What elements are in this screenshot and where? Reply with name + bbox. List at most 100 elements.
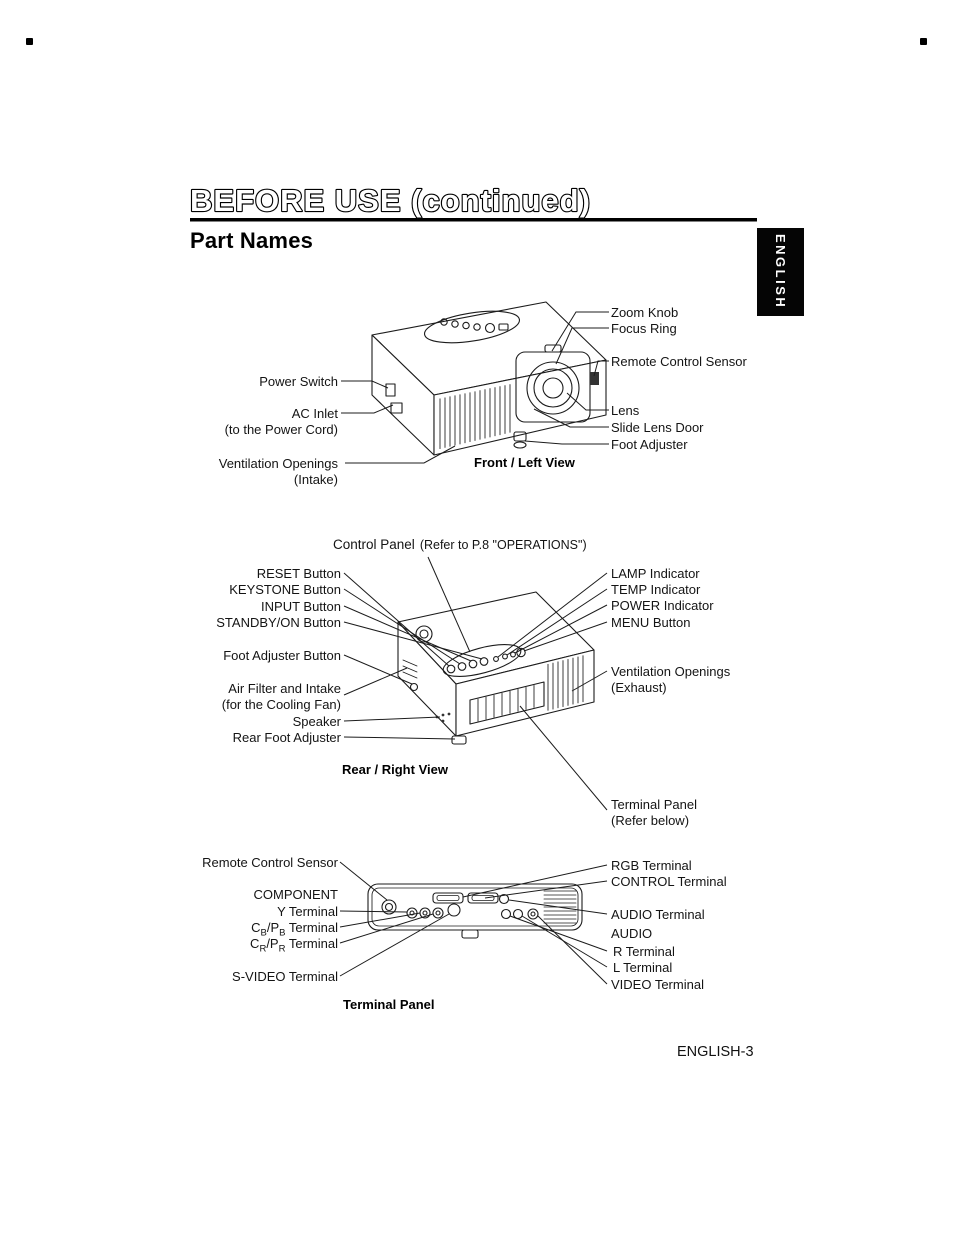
label-component: COMPONENT xyxy=(253,887,339,902)
audio-l-jack xyxy=(512,908,524,920)
caption-front-left-view: Front / Left View xyxy=(474,455,575,470)
title-underline xyxy=(190,218,757,222)
reset-button-drawing xyxy=(446,664,456,674)
ac-inlet-drawing xyxy=(390,402,403,414)
remote-sensor-drawing xyxy=(590,372,599,385)
lens-rear-detail xyxy=(415,625,433,643)
scan-mark-left xyxy=(26,38,33,45)
label-audio-terminal: AUDIO Terminal xyxy=(611,907,705,922)
label-standby-on-button: STANDBY/ON Button xyxy=(216,615,341,630)
zoom-knob-drawing xyxy=(544,344,562,353)
terminal-panel-drawing xyxy=(367,883,583,939)
label-focus-ring: Focus Ring xyxy=(611,321,677,336)
page-number: ENGLISH-3 xyxy=(677,1044,754,1060)
label-ventilation-intake-line2: (Intake) xyxy=(293,472,338,487)
intake-grille-drawing xyxy=(439,384,511,450)
title-block: BEFORE USE (continued) xyxy=(189,182,757,222)
projector-front-face xyxy=(433,359,607,456)
label-control-panel-ref: (Refer to P.8 "OPERATIONS") xyxy=(419,538,587,552)
label-ventilation-intake-line1: Ventilation Openings xyxy=(218,456,338,471)
rear-right-view-drawing xyxy=(397,591,595,745)
power-switch-drawing xyxy=(385,383,396,397)
label-temp-indicator: TEMP Indicator xyxy=(611,582,701,597)
terminal-foot-drawing xyxy=(461,929,479,939)
foot-adjuster-button-drawing xyxy=(409,682,419,692)
front-left-view-drawing xyxy=(371,301,607,456)
label-speaker: Speaker xyxy=(292,714,341,729)
speaker-drawing xyxy=(435,712,451,723)
remote-sensor-terminal-drawing xyxy=(381,899,397,915)
label-rgb-terminal: RGB Terminal xyxy=(611,858,692,873)
rear-foot-adjuster-drawing xyxy=(451,735,467,745)
label-y-terminal: Y Terminal xyxy=(277,904,338,919)
label-video-terminal: VIDEO Terminal xyxy=(611,977,704,992)
label-ac-inlet-line2: (to the Power Cord) xyxy=(224,422,338,437)
terminal-panel-leader-lines xyxy=(339,861,608,985)
label-l-terminal: L Terminal xyxy=(613,960,673,975)
caption-rear-right-view: Rear / Right View xyxy=(342,762,448,777)
label-reset-button: RESET Button xyxy=(256,566,341,581)
label-ac-inlet-line1: AC Inlet xyxy=(291,406,338,421)
keystone-button-drawing xyxy=(457,662,467,671)
exhaust-vents-drawing xyxy=(547,655,584,711)
label-ventilation-exhaust-line2: (Exhaust) xyxy=(611,680,667,695)
label-rear-foot-adjuster: Rear Foot Adjuster xyxy=(232,730,341,745)
label-s-video-terminal: S-VIDEO Terminal xyxy=(232,969,338,984)
temp-indicator-drawing xyxy=(502,653,508,660)
label-ac-inlet: AC Inlet (to the Power Cord) xyxy=(118,406,338,438)
label-foot-adjuster: Foot Adjuster xyxy=(611,437,688,452)
label-cr-pr-terminal: CR/PR Terminal xyxy=(250,936,338,955)
label-audio: AUDIO xyxy=(611,926,653,941)
label-menu-button: MENU Button xyxy=(611,615,691,630)
page-title: BEFORE USE (continued) xyxy=(190,183,591,218)
input-button-drawing xyxy=(468,659,478,669)
label-slide-lens-door: Slide Lens Door xyxy=(611,420,704,435)
component-y-jack xyxy=(406,907,418,919)
component-cr-jack xyxy=(432,907,444,919)
label-terminal-panel-ref: Terminal Panel (Refer below) xyxy=(611,797,697,829)
label-air-filter-line2: (for the Cooling Fan) xyxy=(221,697,341,712)
label-remote-control-sensor: Remote Control Sensor xyxy=(611,354,747,369)
label-lamp-indicator: LAMP Indicator xyxy=(611,566,700,581)
caption-terminal-panel: Terminal Panel xyxy=(343,997,435,1012)
air-filter-drawing xyxy=(402,659,418,679)
s-video-jack xyxy=(447,903,461,917)
rgb-connector xyxy=(432,892,464,904)
terminal-strip-drawing xyxy=(469,681,545,725)
label-ventilation-intake: Ventilation Openings (Intake) xyxy=(118,456,338,488)
label-ventilation-exhaust-line1: Ventilation Openings xyxy=(611,664,731,679)
label-power-switch: Power Switch xyxy=(259,374,338,389)
language-tab-text: ENGLISH xyxy=(773,234,788,310)
label-zoom-knob: Zoom Knob xyxy=(611,305,679,320)
label-power-indicator: POWER Indicator xyxy=(611,598,714,613)
top-control-panel-drawing xyxy=(423,310,521,344)
power-indicator-drawing xyxy=(510,651,516,658)
label-ventilation-exhaust: Ventilation Openings (Exhaust) xyxy=(611,664,730,696)
foot-adjuster-drawing xyxy=(513,431,527,442)
video-jack xyxy=(527,908,539,920)
label-keystone-button: KEYSTONE Button xyxy=(229,582,341,597)
section-heading: Part Names xyxy=(190,228,314,253)
label-control-panel-text: Control Panel xyxy=(333,537,415,552)
language-tab: ENGLISH xyxy=(757,228,804,316)
front-view-leader-lines xyxy=(341,311,609,464)
label-terminal-panel-ref-line1: Terminal Panel xyxy=(611,797,697,812)
label-remote-control-sensor-terminal: Remote Control Sensor xyxy=(202,855,338,870)
label-air-filter: Air Filter and Intake (for the Cooling F… xyxy=(121,681,341,713)
standby-on-button-drawing xyxy=(479,657,489,666)
label-foot-adjuster-button: Foot Adjuster Button xyxy=(223,648,341,663)
label-terminal-panel-ref-line2: (Refer below) xyxy=(611,813,690,828)
label-r-terminal: R Terminal xyxy=(613,944,675,959)
rear-view-leader-lines xyxy=(343,556,608,811)
label-control-panel: Control Panel (Refer to P.8 "OPERATIONS") xyxy=(333,537,587,553)
label-input-button: INPUT Button xyxy=(261,599,341,614)
audio-jack xyxy=(498,893,510,905)
lamp-indicator-drawing xyxy=(493,656,499,662)
audio-r-jack xyxy=(500,908,512,920)
label-cb-pb-terminal: CB/PB Terminal xyxy=(251,920,338,939)
label-air-filter-line1: Air Filter and Intake xyxy=(228,681,341,696)
label-control-terminal: CONTROL Terminal xyxy=(611,874,727,889)
label-lens: Lens xyxy=(611,403,640,418)
